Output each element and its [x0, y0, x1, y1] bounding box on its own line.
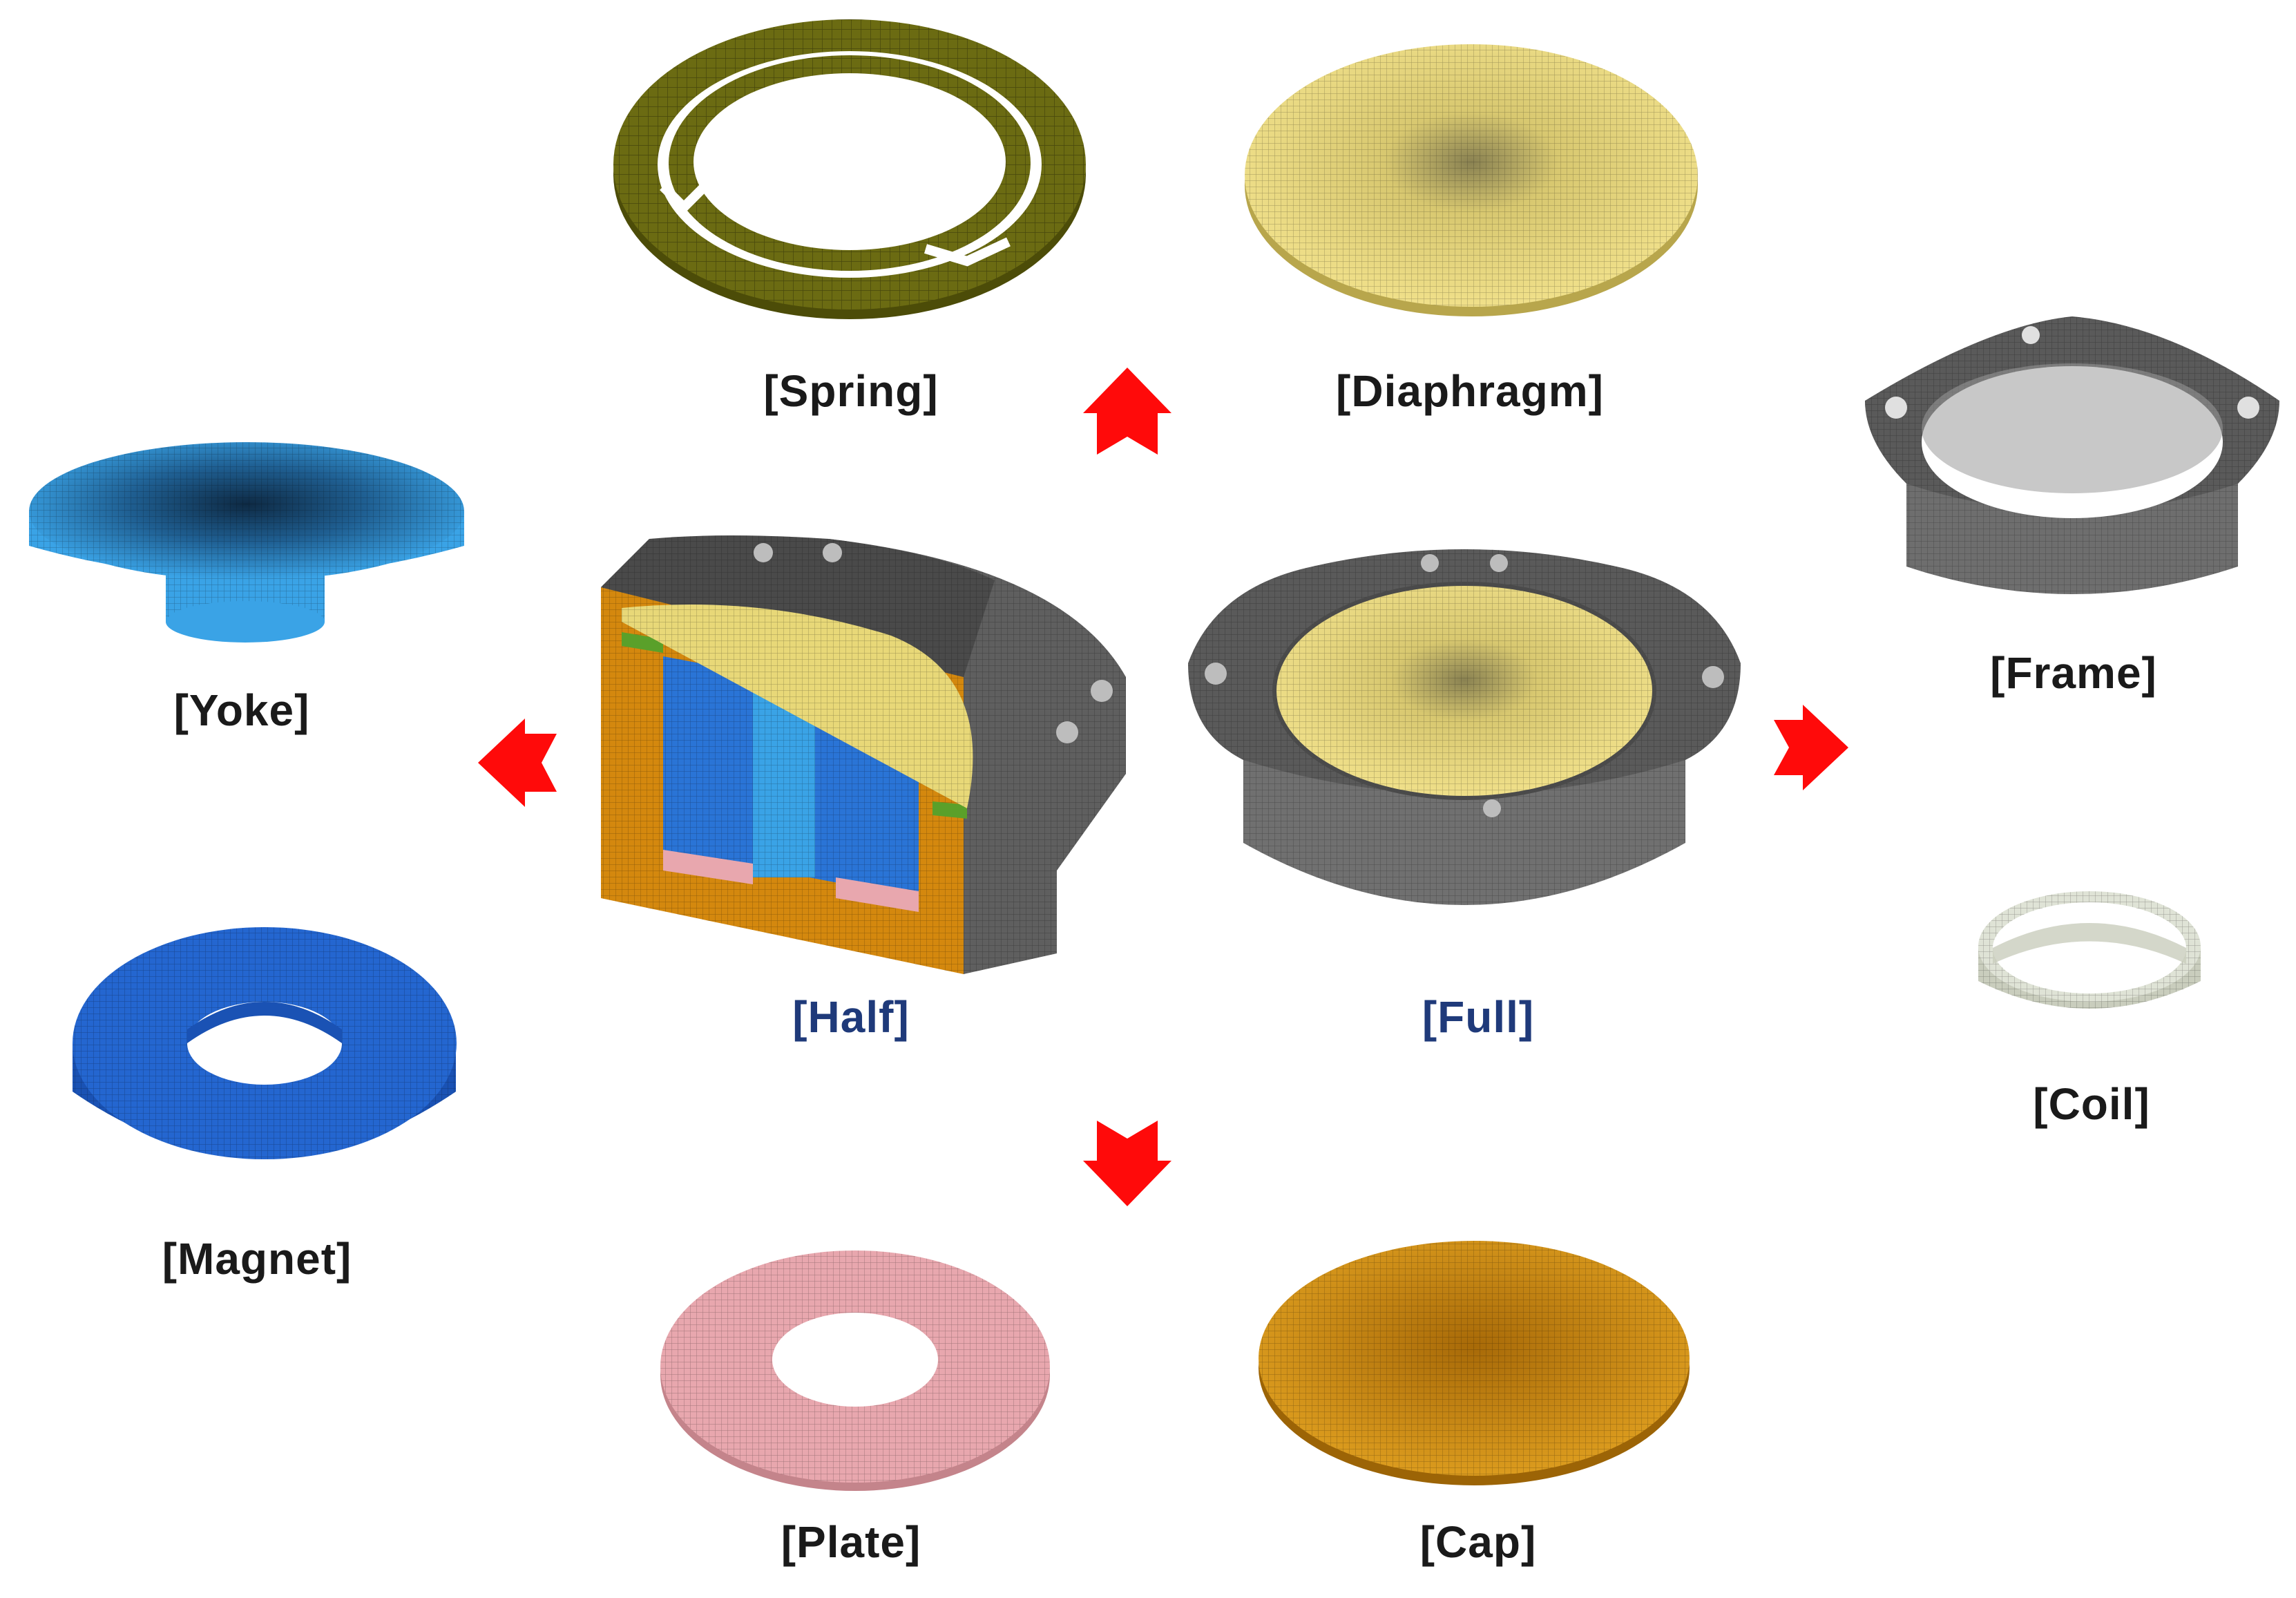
spring-part [613, 19, 1086, 319]
full-assembly [1188, 549, 1741, 905]
coil-part [1978, 891, 2201, 1009]
arrow-down-icon [1083, 1121, 1171, 1206]
frame-part [1865, 316, 2279, 594]
plate-part [660, 1250, 1050, 1491]
arrow-right-icon [1774, 705, 1848, 790]
half-assembly [601, 535, 1126, 974]
cap-label: [Cap] [1419, 1517, 1537, 1567]
yoke-label: [Yoke] [173, 685, 310, 735]
magnet-part [73, 927, 457, 1159]
full-label: [Full] [1422, 992, 1535, 1042]
diaphragm-part [1245, 44, 1698, 316]
magnet-label: [Magnet] [162, 1234, 352, 1284]
half-label: [Half] [792, 992, 910, 1042]
arrow-up-icon [1083, 368, 1171, 455]
diaphragm-label: [Diaphragm] [1336, 366, 1604, 416]
arrow-left-icon [478, 719, 557, 807]
plate-label: [Plate] [781, 1517, 921, 1567]
frame-label: [Frame] [1990, 648, 2157, 698]
cap-part [1259, 1241, 1690, 1485]
spring-label: [Spring] [763, 366, 939, 416]
coil-label: [Coil] [2033, 1079, 2150, 1129]
yoke-part [29, 442, 464, 643]
